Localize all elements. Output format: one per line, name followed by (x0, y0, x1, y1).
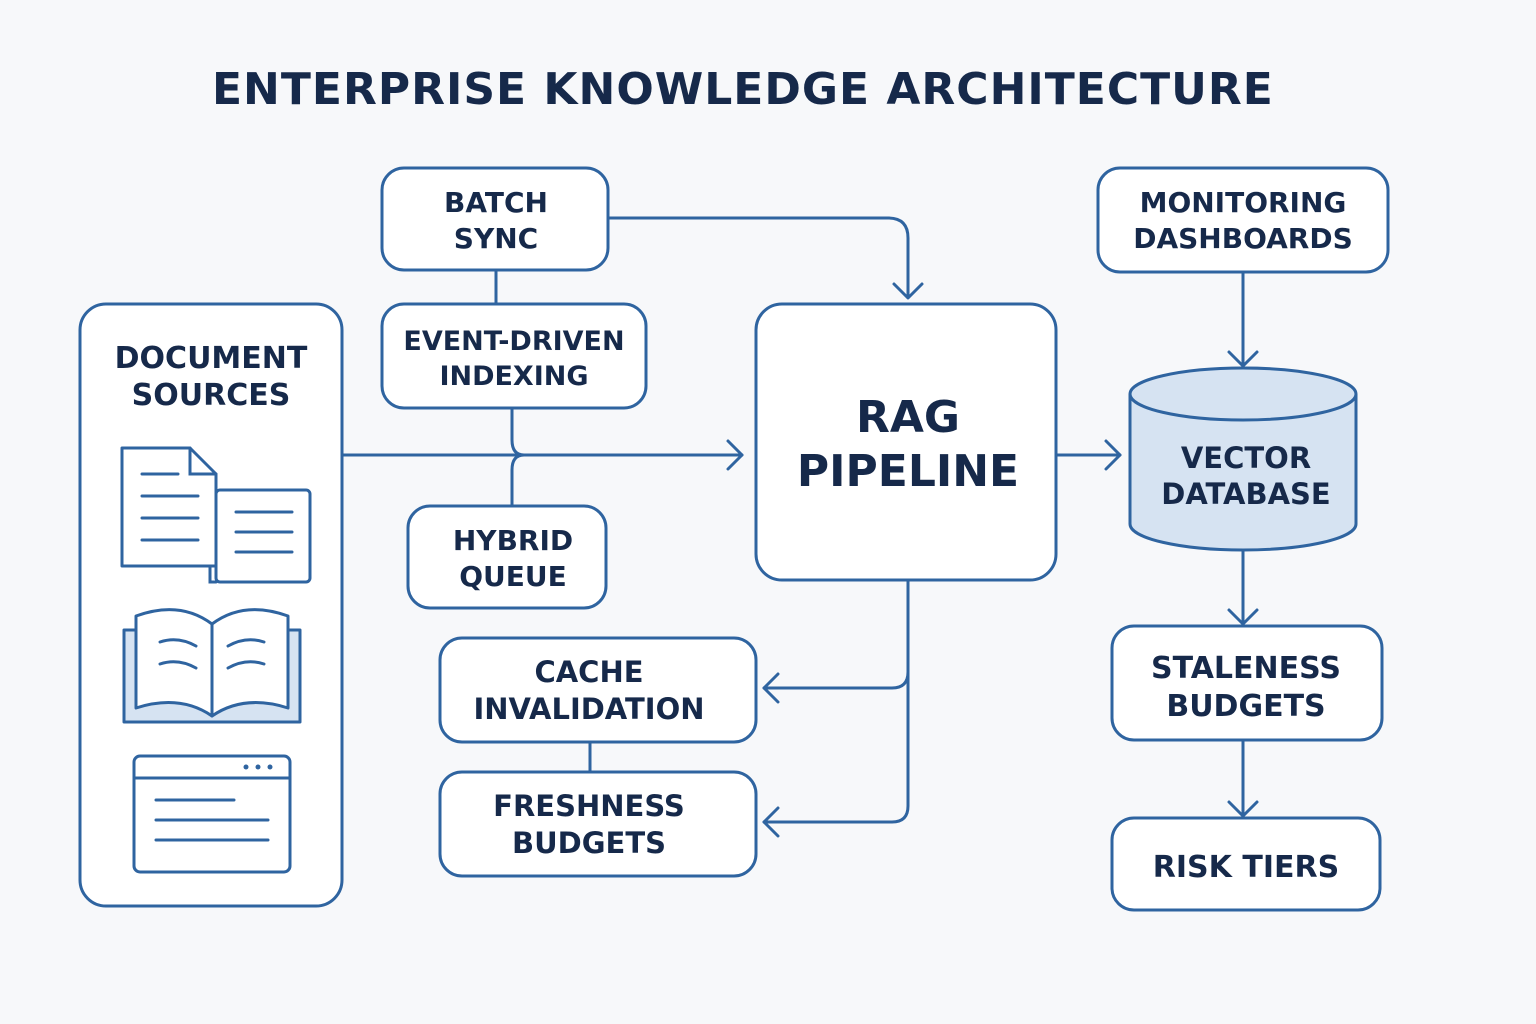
event-driven-indexing-label-line1: EVENT-DRIVEN (403, 326, 624, 357)
edge-event-driven-to-junction (510, 406, 526, 457)
document-sources-node: DOCUMENT SOURCES (78, 302, 344, 908)
freshness-budgets-label-line1: FRESHNESS (493, 789, 685, 823)
arrowhead (1227, 350, 1259, 368)
monitoring-dashboards-label-line1: MONITORING (1140, 186, 1347, 219)
connectors (340, 216, 1259, 838)
staleness-budgets-box (1110, 624, 1384, 742)
rag-pipeline-node: RAG PIPELINE (754, 302, 1058, 582)
browser-window-icon (132, 754, 292, 874)
vector-database-body (1128, 394, 1358, 552)
monitoring-dashboards-box (1096, 166, 1390, 274)
staleness-budgets-label-line1: STALENESS (1151, 651, 1341, 686)
edge-rag-to-freshness-budgets (762, 670, 910, 824)
hybrid-queue-node: HYBRID QUEUE (406, 504, 608, 610)
arrowhead (892, 282, 924, 300)
risk-tiers-node: RISK TIERS (1110, 816, 1382, 912)
document-sources-label-line2: SOURCES (132, 378, 291, 413)
cache-invalidation-box (438, 636, 758, 744)
diagram-title: ENTERPRISE KNOWLEDGE ARCHITECTURE (212, 64, 1274, 115)
open-book-icon (122, 608, 302, 724)
arrowhead (1104, 439, 1122, 471)
hybrid-queue-label-line2: QUEUE (459, 560, 567, 593)
cache-invalidation-label-line2: INVALIDATION (473, 692, 704, 726)
hybrid-queue-box (406, 504, 608, 610)
risk-tiers-box (1110, 816, 1382, 912)
document-sources-label-line1: DOCUMENT (115, 341, 308, 376)
vector-database-label-line1: VECTOR (1181, 441, 1311, 475)
documents-icon (120, 446, 312, 584)
freshness-budgets-box (438, 770, 758, 878)
hybrid-queue-label-line1: HYBRID (453, 524, 573, 557)
batch-sync-node: BATCH SYNC (380, 166, 610, 272)
event-driven-indexing-label-line2: INDEXING (439, 361, 588, 392)
batch-sync-label-line2: SYNC (454, 222, 538, 255)
arrowhead (762, 806, 780, 838)
edge-rag-to-cache-invalidation (762, 578, 910, 690)
edge-junction-to-hybrid-queue (510, 453, 526, 508)
monitoring-dashboards-node: MONITORING DASHBOARDS (1096, 166, 1390, 274)
freshness-budgets-label-line2: BUDGETS (512, 826, 666, 860)
batch-sync-box (380, 166, 610, 272)
staleness-budgets-label-line2: BUDGETS (1166, 689, 1325, 724)
batch-sync-label-line1: BATCH (444, 186, 548, 219)
vector-database-node: VECTOR DATABASE (1128, 366, 1358, 552)
cache-invalidation-node: CACHE INVALIDATION (438, 636, 758, 744)
monitoring-dashboards-label-line2: DASHBOARDS (1133, 222, 1353, 255)
rag-pipeline-box (754, 302, 1058, 582)
rag-pipeline-label-line1: RAG (856, 392, 960, 443)
edge-batch-sync-to-rag (606, 216, 910, 298)
event-driven-indexing-box (380, 302, 648, 410)
arrowhead (1227, 608, 1259, 626)
event-driven-indexing-node: EVENT-DRIVEN INDEXING (380, 302, 648, 410)
arrowhead (762, 672, 780, 704)
rag-pipeline-label-line2: PIPELINE (797, 446, 1019, 497)
freshness-budgets-node: FRESHNESS BUDGETS (438, 770, 758, 878)
vector-database-top (1128, 366, 1358, 422)
arrowhead (1227, 800, 1259, 818)
vector-database-label-line2: DATABASE (1161, 477, 1330, 511)
risk-tiers-label: RISK TIERS (1153, 850, 1339, 885)
staleness-budgets-node: STALENESS BUDGETS (1110, 624, 1384, 742)
cache-invalidation-label-line1: CACHE (534, 655, 643, 689)
arrowhead (726, 439, 744, 471)
